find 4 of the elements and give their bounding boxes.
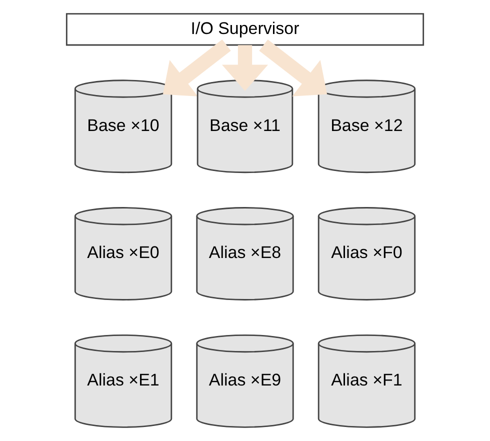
arrow [259, 40, 328, 96]
arrow [222, 45, 268, 92]
node-box: I/O Supervisor [66, 13, 424, 46]
arrow [162, 40, 231, 96]
